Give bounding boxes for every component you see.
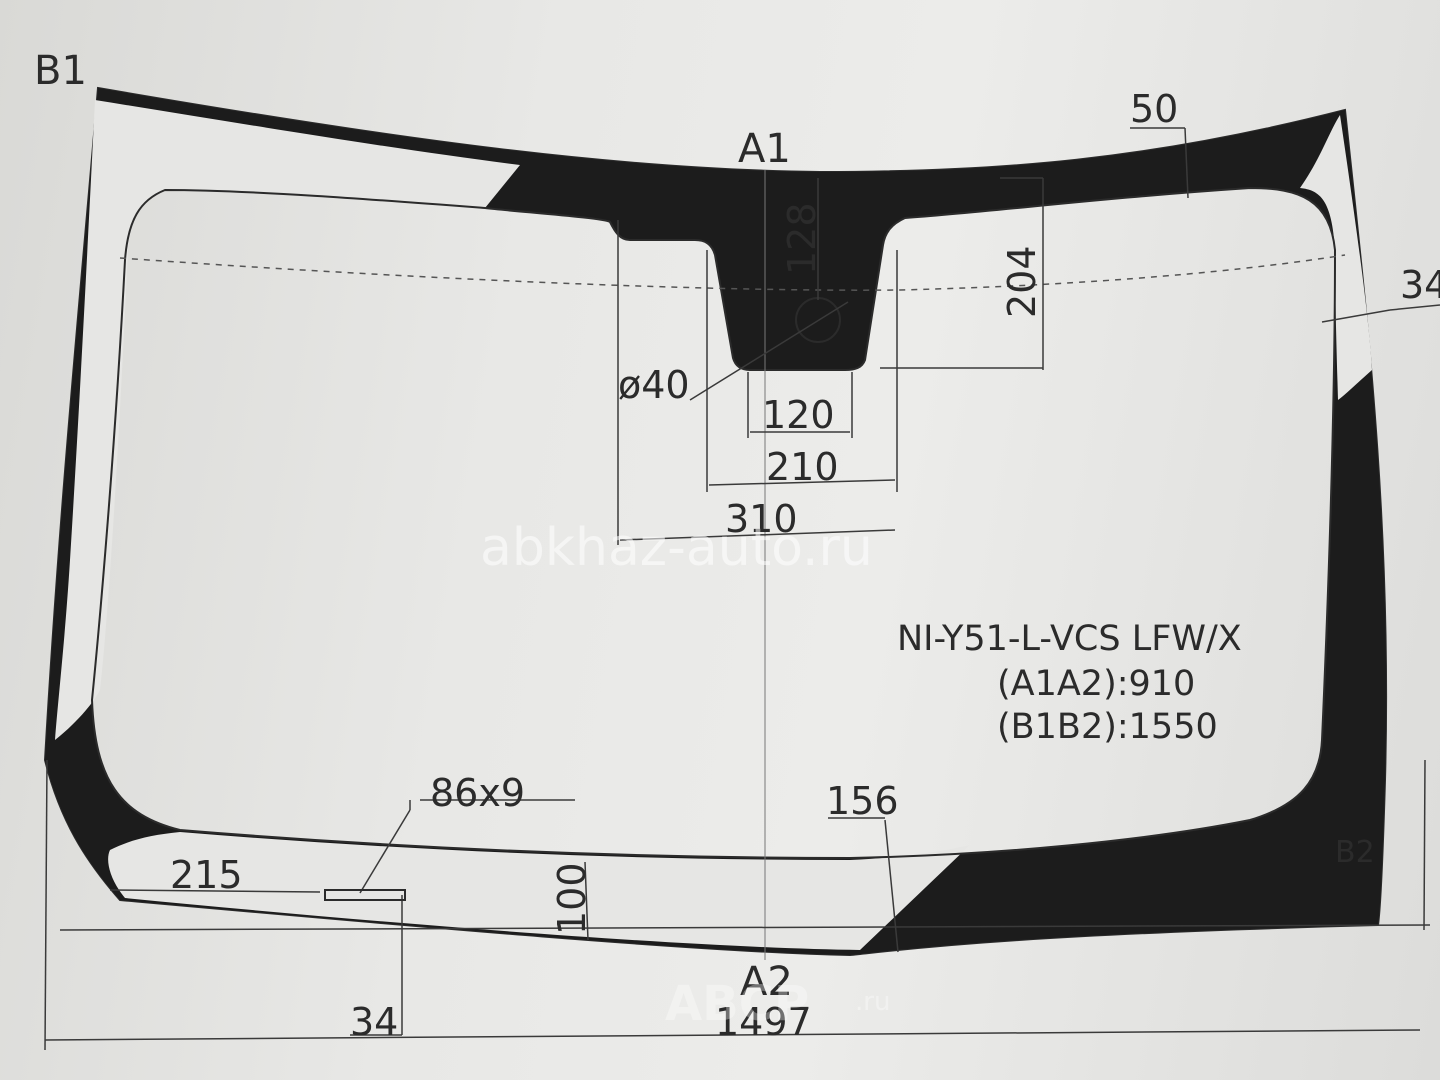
frit-light-area-right (1300, 115, 1372, 400)
frit-light-area-bottom (108, 832, 970, 950)
watermark-top: abkhaz-auto.ru (480, 518, 873, 578)
label-b2: B2 (1335, 835, 1375, 870)
part-code: NI-Y51-L-VCS LFW/X (897, 619, 1242, 659)
shade-band-dashed-line (119, 254, 1346, 291)
dim-1497: 1497 (715, 1000, 812, 1044)
dim-156: 156 (826, 779, 899, 823)
a1a2-value: (A1A2):910 (997, 664, 1195, 704)
dim-204: 204 (1000, 245, 1044, 318)
glass-inner-outline (90, 186, 1337, 860)
dim-86x9: 86x9 (430, 771, 525, 815)
label-a2: A2 (740, 959, 793, 1005)
dim-128: 128 (780, 202, 824, 275)
label-a1: A1 (738, 126, 791, 172)
watermark-bottom: ABCP .ru (665, 976, 890, 1032)
dim-50: 50 (1130, 87, 1178, 131)
label-b1: B1 (34, 48, 87, 94)
dimension-lines (44, 127, 1440, 1051)
watermark-bottom-logo: ABCP (665, 976, 809, 1032)
b1b2-value: (B1B2):1550 (997, 707, 1218, 747)
dim-100: 100 (550, 862, 594, 935)
vin-window-rect (324, 889, 406, 901)
dim-d40: ø40 (618, 363, 690, 407)
frit-light-area-left (55, 100, 520, 740)
dim-215: 215 (170, 853, 243, 897)
dim-34-right: 34 (1400, 263, 1440, 307)
dim-120: 120 (762, 393, 835, 437)
dim-34-bottom: 34 (350, 1000, 398, 1044)
dim-210: 210 (766, 445, 839, 489)
dim-310: 310 (725, 497, 798, 541)
watermark-bottom-suffix: .ru (855, 987, 890, 1017)
d40-leader-line (689, 301, 849, 401)
